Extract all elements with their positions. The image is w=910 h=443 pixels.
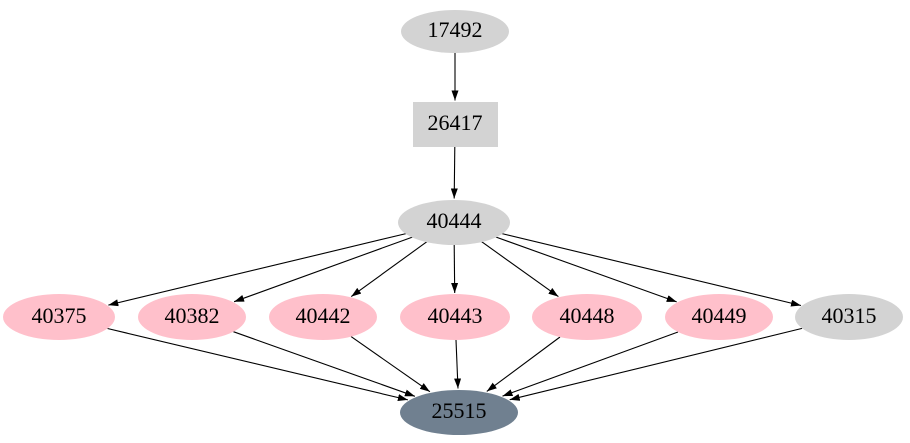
edge-40444-40315 (501, 233, 802, 307)
edge-40444-40448 (481, 241, 559, 298)
edge-40444-40443 (451, 244, 459, 294)
graph-node-17492: 17492 (401, 9, 509, 53)
graph-node-40382: 40382 (138, 294, 246, 340)
edge-40375-25515 (107, 327, 409, 401)
graph-node-40442: 40442 (269, 294, 377, 340)
node-label: 40315 (821, 303, 877, 328)
node-label: 40442 (295, 303, 351, 328)
graph-node-40449: 40449 (665, 294, 773, 340)
graph-node-40443: 40443 (400, 294, 510, 340)
node-label: 40444 (426, 208, 482, 233)
node-label: 17492 (427, 17, 483, 42)
node-label: 26417 (427, 110, 483, 135)
edge-40449-25515 (502, 331, 679, 397)
edge-40444-40449 (495, 236, 677, 303)
graph-node-40315: 40315 (795, 294, 903, 340)
graph-node-26417: 26417 (412, 101, 498, 147)
node-label: 40448 (559, 303, 615, 328)
edge-40448-25515 (486, 336, 561, 392)
graph-node-40375: 40375 (3, 294, 115, 340)
node-label: 25515 (431, 398, 487, 423)
edge-26417-40444 (450, 146, 458, 199)
edge-40442-25515 (350, 336, 431, 393)
edge-40444-40375 (108, 233, 407, 307)
graph-node-40444: 40444 (398, 199, 510, 245)
edge-40443-25515 (454, 339, 462, 389)
edge-40444-40442 (350, 241, 428, 298)
node-label: 40375 (31, 303, 87, 328)
node-label: 40382 (164, 303, 220, 328)
node-label: 40443 (427, 303, 483, 328)
node-label: 40449 (691, 303, 747, 328)
edge-40382-25515 (233, 331, 416, 397)
graph-node-40448: 40448 (532, 294, 642, 340)
edge-40315-25515 (509, 327, 803, 401)
edge-40444-40382 (233, 236, 413, 303)
graph-node-25515: 25515 (400, 389, 518, 435)
